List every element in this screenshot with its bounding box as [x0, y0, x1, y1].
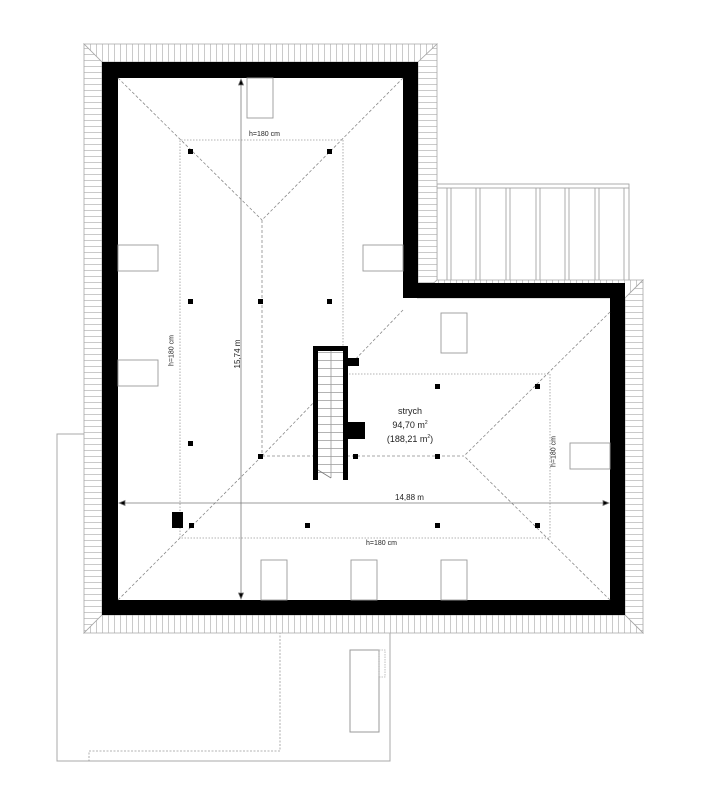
- balcony-railing: [436, 183, 630, 280]
- roof-posts: [188, 149, 540, 528]
- room-name: strych: [397, 406, 422, 416]
- room-area: 94,70 m2: [392, 420, 428, 430]
- room-area-total: (188,21 m2): [386, 434, 434, 444]
- room-label-strych: strych 94,70 m2 (188,21 m2): [380, 405, 440, 445]
- chimney-ground: [349, 649, 380, 733]
- dimension-height: 15,74 m: [233, 339, 242, 369]
- chimney: [172, 512, 183, 528]
- ground-floor-outline: [56, 433, 391, 762]
- terrace-dashed-outline: [88, 632, 281, 761]
- height-label-right: h=180 cm: [550, 436, 558, 467]
- staircase: [313, 346, 348, 480]
- dimension-width: 14,88 m: [395, 493, 424, 502]
- height-label-bottom: h=180 cm: [366, 540, 397, 547]
- dimension-lines: [117, 77, 611, 601]
- vent-duct-lower: [348, 422, 365, 439]
- chimney-ground-vent: [378, 649, 386, 678]
- roof-hip-lines: [117, 77, 611, 601]
- height-label-left: h=180 cm: [168, 335, 176, 366]
- exterior-walls: [102, 62, 625, 615]
- height-label-top: h=180 cm: [249, 131, 280, 138]
- vent-duct-upper: [348, 358, 359, 366]
- roof-windows: [117, 77, 611, 601]
